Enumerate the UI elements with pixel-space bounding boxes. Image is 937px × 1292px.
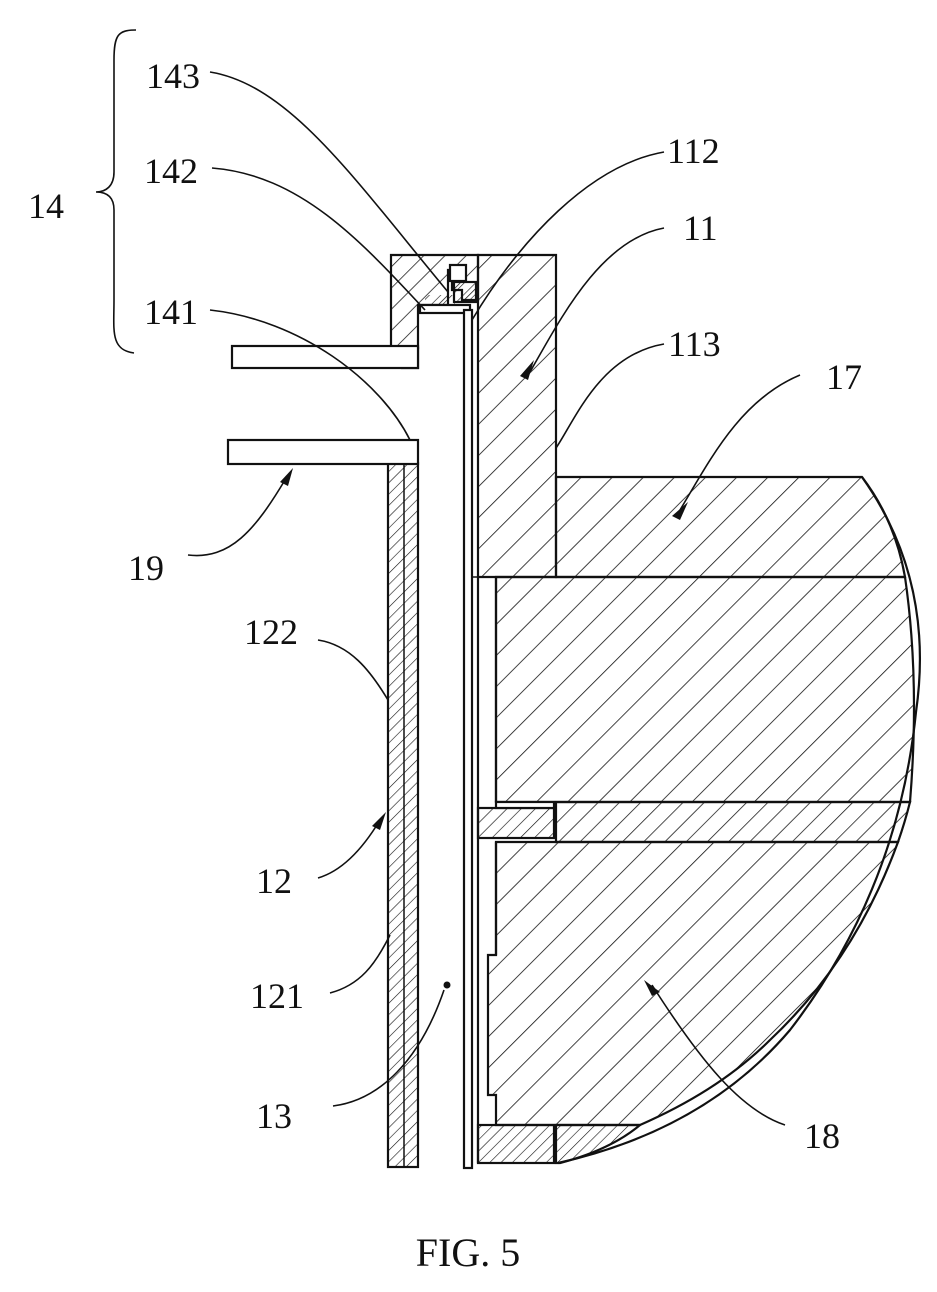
part-11-block: [478, 255, 556, 577]
label-121: 121: [250, 976, 304, 1016]
label-11: 11: [683, 208, 718, 248]
label-112: 112: [667, 131, 720, 171]
label-18: 18: [804, 1116, 840, 1156]
label-113: 113: [668, 324, 721, 364]
label-14: 14: [28, 186, 64, 226]
label-141: 141: [144, 292, 198, 332]
part-17-block: [556, 477, 905, 577]
label-142: 142: [144, 151, 198, 191]
upper-body-block: [496, 577, 914, 802]
bottom-strip: [478, 1125, 640, 1163]
label-12: 12: [256, 861, 292, 901]
middle-strip: [478, 802, 910, 842]
channel-13-marker: [444, 982, 451, 989]
part-12-plate: [388, 348, 418, 1167]
label-17: 17: [826, 357, 862, 397]
figure-caption: FIG. 5: [416, 1230, 520, 1275]
label-13: 13: [256, 1096, 292, 1136]
label-122: 122: [244, 612, 298, 652]
part-18-block: [488, 842, 898, 1125]
label-19: 19: [128, 548, 164, 588]
part-19-plates: [228, 346, 418, 464]
label-143: 143: [146, 56, 200, 96]
